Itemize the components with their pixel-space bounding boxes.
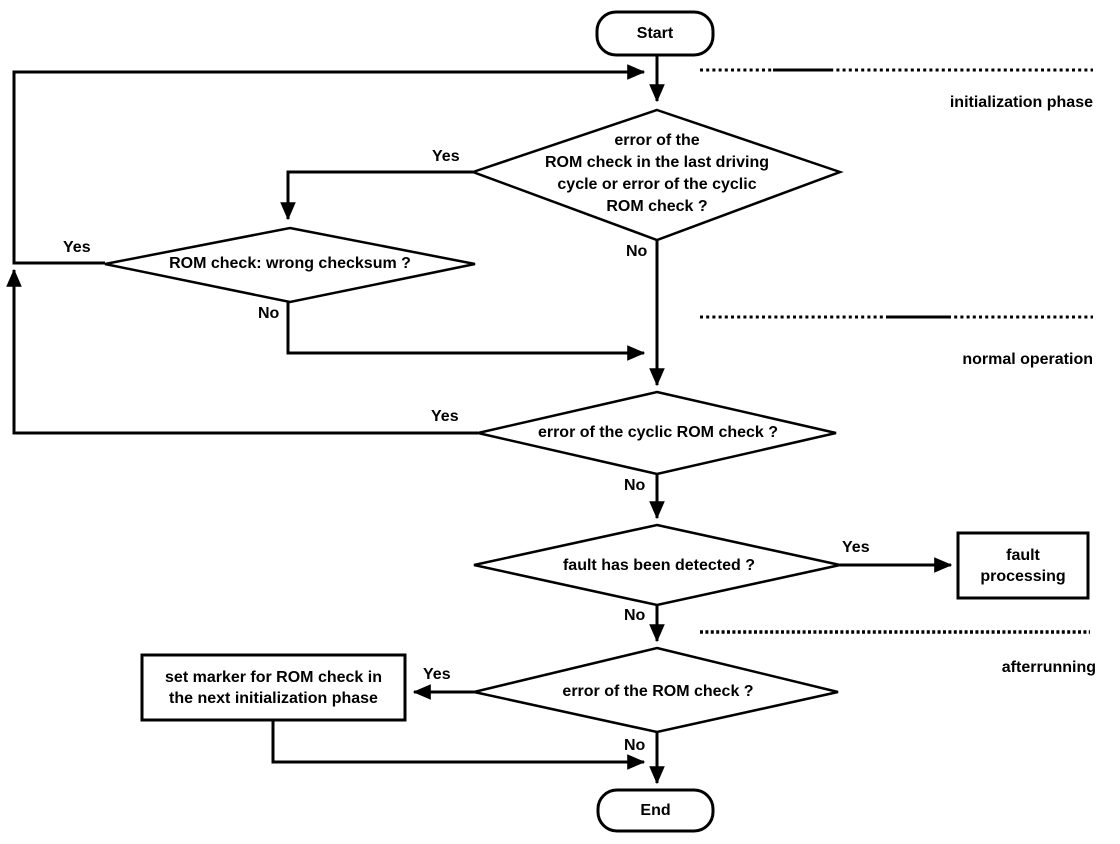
phase-label-afterrunning: afterrunning — [1001, 659, 1096, 676]
decision-init-line-4: ROM check ? — [606, 198, 708, 215]
edge-checksum-no — [286, 302, 646, 361]
start-node-label: Start — [636, 24, 674, 42]
process-fault-shape — [956, 531, 1090, 600]
decision-cyclic-shape — [477, 390, 837, 476]
process-fault-text: fault processing — [958, 533, 1088, 598]
decision-init-line-1: error of the — [614, 132, 700, 149]
process-marker-line-1: set marker for ROM check in — [165, 668, 382, 686]
edge-label-init-no: No — [626, 243, 648, 260]
decision-cyclic-text: error of the cyclic ROM check ? — [537, 424, 779, 441]
process-fault-line-1: fault — [1006, 546, 1040, 564]
connectors — [6, 55, 953, 785]
edge-label-fault-yes: Yes — [842, 539, 870, 556]
process-fault-line-2: processing — [980, 567, 1066, 585]
start-node-shape — [595, 10, 715, 57]
edge-label-cyclic-no: No — [624, 477, 646, 494]
edge-marker-to-end — [271, 720, 646, 770]
end-node-shape — [596, 788, 715, 833]
edge-checksum-yes-feedback — [12, 64, 646, 265]
decision-init-line-3: cycle or error of the cyclic — [557, 176, 757, 193]
decision-init-line-2: ROM check in the last driving — [544, 154, 770, 171]
edge-label-checksum-yes: Yes — [63, 239, 91, 256]
edge-label-fault-no: No — [624, 607, 646, 624]
end-node-label: End — [640, 801, 671, 819]
edge-init-yes — [280, 170, 473, 221]
process-marker-line-2: the next initialization phase — [169, 689, 378, 707]
decision-init-text: error of the ROM check in the last drivi… — [497, 120, 817, 228]
edge-label-cyclic-yes: Yes — [431, 408, 459, 425]
decision-init-shape — [469, 108, 844, 242]
decision-rom-text: error of the ROM check ? — [562, 683, 754, 700]
phase-label-normal-operation: normal operation — [962, 351, 1093, 368]
decision-rom-shape — [473, 646, 839, 734]
edge-label-checksum-no: No — [258, 305, 280, 322]
edge-cyclic-yes-feedback — [6, 268, 478, 435]
decision-checksum-text: ROM check: wrong checksum ? — [169, 255, 411, 272]
edge-label-rom-no: No — [624, 737, 646, 754]
decision-checksum-shape — [104, 226, 476, 304]
edge-label-rom-yes: Yes — [423, 666, 451, 683]
phase-label-initialization: initialization phase — [949, 94, 1093, 111]
process-marker-shape — [140, 653, 407, 722]
process-marker-text: set marker for ROM check in the next ini… — [142, 655, 405, 720]
decision-fault-shape — [473, 523, 841, 607]
phase-separators — [700, 68, 1093, 634]
node-shapes — [104, 10, 1090, 833]
decision-fault-text: fault has been detected ? — [562, 557, 756, 574]
edge-label-init-yes: Yes — [432, 148, 460, 165]
